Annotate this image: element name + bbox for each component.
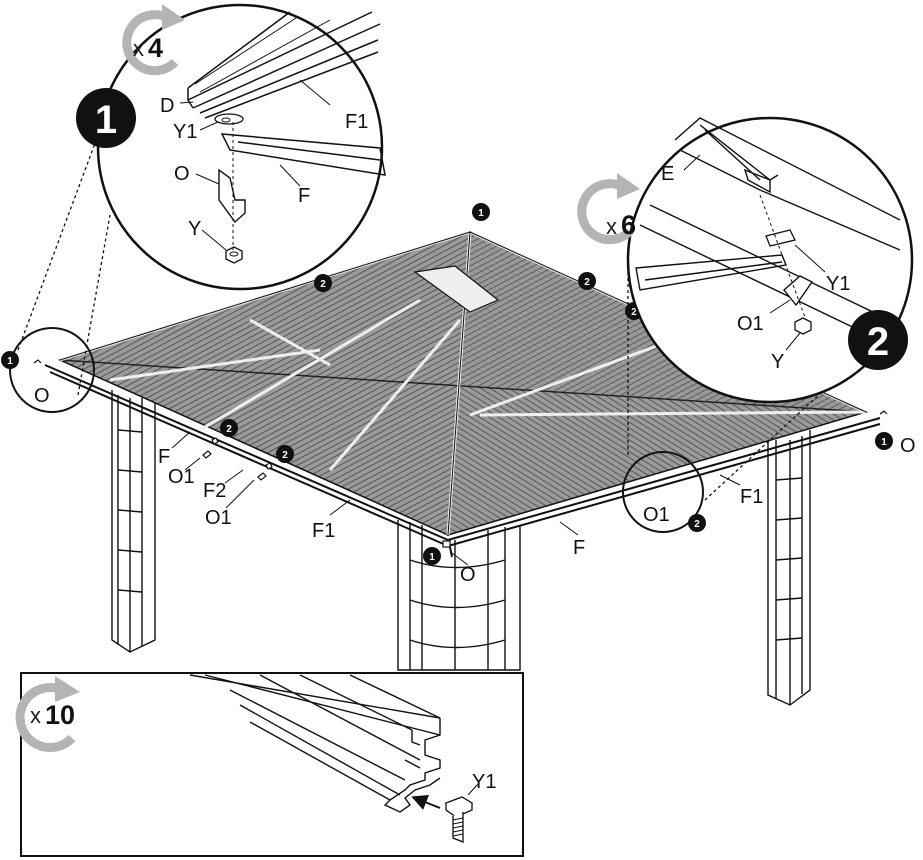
label-F1-right: F1 (740, 486, 763, 508)
rotate-arrow-icon (577, 173, 640, 245)
marker-2-right-circle: 2 (688, 514, 706, 532)
svg-text:1: 1 (881, 437, 887, 448)
rotate-arrow-icon (122, 4, 185, 76)
step-badge-2: 2 (848, 310, 908, 370)
callout2-multiplier-n: 6 (621, 210, 636, 240)
callout-2: E Y1 O1 Y x 6 2 (577, 116, 914, 404)
marker-1-front: 1 (423, 547, 441, 565)
detail-circle-right (622, 451, 704, 533)
callout1-multiplier-n: 4 (148, 33, 163, 63)
post-back-left (111, 390, 156, 653)
label-F-front: F (573, 537, 585, 559)
marker-2-left-b: 2 (276, 445, 294, 463)
callout2-label-Y: Y (771, 351, 784, 373)
inset-profile: Y1 x 10 (15, 672, 524, 857)
label-O-front: O (460, 564, 476, 586)
svg-text:2: 2 (320, 279, 326, 290)
step-badge-1: 1 (76, 88, 136, 148)
svg-text:1: 1 (7, 356, 13, 367)
callout1-label-Y: Y (188, 218, 201, 240)
eave-beams (44, 364, 881, 558)
callout1-label-D: D (160, 95, 174, 117)
callout2-multiplier-x: x (606, 214, 617, 239)
label-O1-right: O1 (643, 504, 670, 526)
detail-circle-left (9, 327, 95, 413)
label-F2: F2 (203, 480, 226, 502)
callout-1: D Y1 F1 O F Y x 4 1 (76, 3, 386, 291)
svg-text:2: 2 (584, 277, 590, 288)
post-front (397, 520, 521, 671)
callout1-label-O: O (174, 163, 190, 185)
marker-2-left-a: 2 (220, 419, 238, 437)
callout2-label-E: E (661, 163, 674, 185)
svg-text:1: 1 (429, 552, 435, 563)
marker-1-right: 1 (875, 432, 893, 450)
svg-text:2: 2 (282, 450, 288, 461)
marker-1-left: 1 (1, 351, 19, 369)
label-O-left: O (34, 385, 50, 407)
step-markers: 1 1 1 1 2 2 2 2 2 2 (1, 203, 893, 565)
callout1-multiplier-x: x (133, 36, 144, 61)
inset-label-Y1: Y1 (472, 771, 496, 793)
roof-vent (413, 265, 500, 313)
label-F1-front: F1 (312, 520, 335, 542)
bolt-Y1 (444, 796, 474, 843)
marker-1-top: 1 (472, 203, 490, 221)
label-F-left: F (158, 446, 170, 468)
callout1-label-F1: F1 (345, 111, 368, 133)
small-brackets (33, 359, 888, 548)
callout2-label-O1: O1 (737, 313, 764, 335)
inset-multiplier-x: x (30, 703, 41, 728)
label-O1-b: O1 (205, 507, 232, 529)
svg-text:2: 2 (226, 424, 232, 435)
svg-text:1: 1 (95, 98, 117, 142)
label-O-right: O (900, 435, 916, 457)
post-right (767, 430, 811, 706)
marker-2-back-left: 2 (314, 274, 332, 292)
svg-text:1: 1 (478, 208, 484, 219)
svg-text:2: 2 (631, 307, 637, 318)
callout1-label-F: F (298, 185, 310, 207)
callout2-label-Y1: Y1 (826, 273, 850, 295)
callout1-label-Y1: Y1 (173, 121, 197, 143)
rotate-arrow-icon (15, 676, 80, 752)
leader-lines (17, 137, 863, 501)
inset-multiplier-n: 10 (45, 700, 75, 730)
roof (57, 230, 869, 537)
gazebo-main-view: 1 1 1 1 2 2 2 2 2 2 O O O F F F1 F1 F2 (1, 137, 916, 706)
marker-2-back-right: 2 (578, 272, 596, 290)
svg-text:2: 2 (867, 320, 889, 364)
label-O1-a: O1 (168, 466, 195, 488)
svg-text:2: 2 (694, 519, 700, 530)
